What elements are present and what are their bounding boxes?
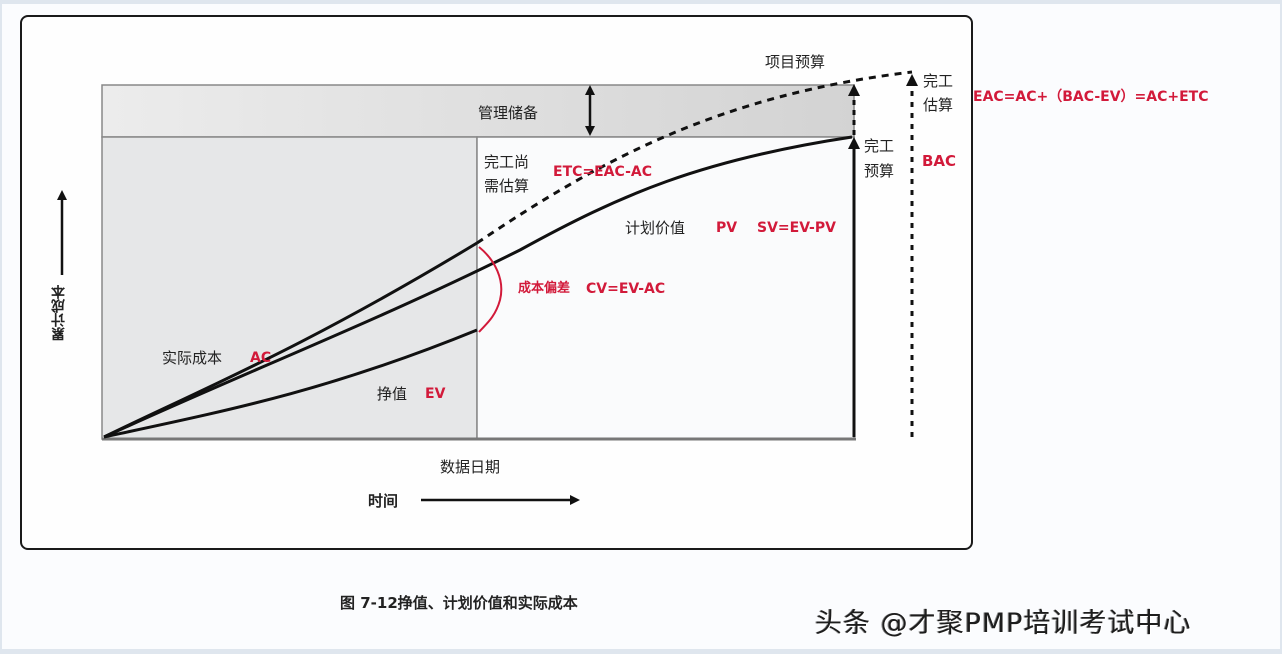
eac-formula: EAC=AC+（BAC-EV）=AC+ETC bbox=[973, 89, 1209, 105]
elapsed-region bbox=[101, 136, 478, 440]
pv-label: 计划价值 bbox=[625, 219, 686, 237]
ac-label: 实际成本 bbox=[162, 349, 223, 367]
bac-label-1: 完工 bbox=[864, 137, 895, 155]
figure-caption: 图 7-12挣值、计划价值和实际成本 bbox=[340, 594, 578, 612]
x-axis-label: 时间 bbox=[368, 492, 399, 510]
pv-curve bbox=[103, 135, 853, 439]
etc-formula: ETC=EAC-AC bbox=[553, 164, 653, 180]
watermark: 头条 @才聚PMP培训考试中心 bbox=[815, 608, 1192, 639]
sv-formula: SV=EV-PV bbox=[757, 220, 836, 236]
cv-bracket bbox=[478, 246, 503, 333]
bac-label-2: 预算 bbox=[864, 162, 895, 180]
management-reserve-label: 管理储备 bbox=[478, 104, 539, 122]
ev-label: 挣值 bbox=[377, 385, 408, 403]
ev-abbr: EV bbox=[425, 386, 446, 402]
etc-label-1: 完工尚 bbox=[484, 153, 530, 171]
future-region bbox=[476, 136, 855, 440]
y-axis-label: 累计成本 bbox=[51, 285, 67, 341]
eac-label-1: 完工 bbox=[923, 72, 954, 90]
etc-projection bbox=[476, 70, 913, 245]
ev-curve bbox=[103, 328, 478, 439]
project-budget-label: 项目预算 bbox=[765, 53, 826, 71]
cv-formula: CV=EV-AC bbox=[586, 281, 666, 297]
etc-label-2: 需估算 bbox=[484, 177, 530, 195]
cv-label: 成本偏差 bbox=[518, 281, 571, 296]
pv-abbr: PV bbox=[716, 220, 738, 236]
eac-label-2: 估算 bbox=[923, 96, 954, 114]
ac-abbr: AC bbox=[250, 350, 272, 366]
bac-abbr: BAC bbox=[922, 152, 957, 170]
management-reserve-band bbox=[101, 84, 855, 138]
data-date-label: 数据日期 bbox=[440, 458, 501, 476]
